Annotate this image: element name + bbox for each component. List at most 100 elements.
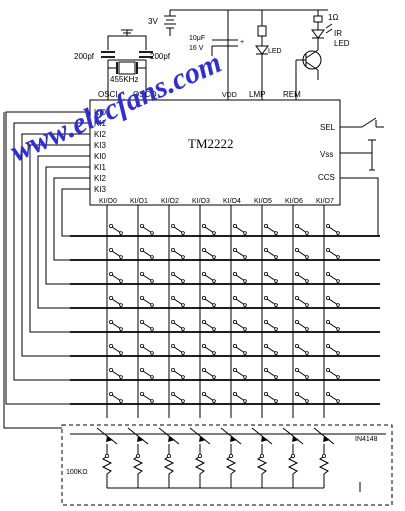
- key-lever: [297, 394, 308, 404]
- key-lever: [328, 226, 339, 236]
- key-lever: [266, 226, 277, 236]
- key-lever: [297, 322, 308, 332]
- key-switch: [201, 343, 216, 356]
- key-switch: [263, 367, 278, 380]
- key-switch: [109, 295, 123, 308]
- key-switch: [232, 223, 247, 236]
- key-contact: [201, 295, 206, 300]
- key-switch: [325, 271, 340, 284]
- key-lever: [235, 226, 246, 236]
- key-contact: [305, 279, 309, 283]
- key-switch: [170, 295, 185, 308]
- key-contact: [181, 399, 185, 403]
- key-contact: [201, 343, 206, 348]
- pull-resistor: [318, 444, 330, 488]
- key-contact: [119, 255, 123, 259]
- key-contact: [212, 399, 216, 403]
- key-lever: [111, 298, 122, 308]
- pin-ki0-a: KI0: [94, 108, 107, 117]
- key-contact: [109, 271, 114, 276]
- key-contact: [212, 351, 216, 355]
- key-contact: [139, 271, 144, 276]
- key-lever: [328, 346, 339, 356]
- key-switch: [170, 247, 185, 260]
- key-lever: [111, 394, 122, 404]
- key-contact: [170, 295, 175, 300]
- key-contact: [150, 231, 154, 235]
- battery-label: 3V: [148, 17, 158, 26]
- key-lever: [235, 346, 246, 356]
- electrolytic-plus: +: [240, 39, 244, 46]
- key-contact: [139, 391, 144, 396]
- key-lever: [297, 274, 308, 284]
- key-contact: [212, 255, 216, 259]
- key-contact: [263, 391, 268, 396]
- key-lever: [235, 298, 246, 308]
- key-contact: [181, 303, 185, 307]
- key-switch: [201, 271, 216, 284]
- junction: [135, 453, 140, 458]
- ground-rail: [107, 482, 361, 492]
- key-contact: [201, 319, 206, 324]
- ir-led-label-2: LED: [334, 39, 350, 48]
- ki-bus-line: [13, 122, 90, 381]
- key-contact: [119, 351, 123, 355]
- key-contact: [325, 343, 330, 348]
- diode-symbol: [199, 436, 206, 442]
- right-pin-labels: SEL Vss CCS: [318, 123, 336, 182]
- key-switch: [109, 247, 123, 260]
- key-switch: [139, 247, 154, 260]
- keyboard-matrix: [106, 205, 340, 418]
- key-contact: [294, 319, 299, 324]
- key-contact: [170, 367, 175, 372]
- pull-resistor-label: 100KΩ: [66, 469, 88, 476]
- key-contact: [181, 351, 185, 355]
- key-contact: [263, 223, 268, 228]
- key-contact: [201, 247, 206, 252]
- pin-ccs: CCS: [318, 173, 335, 182]
- key-contact: [232, 223, 237, 228]
- key-switch: [294, 367, 309, 380]
- key-contact: [243, 279, 247, 283]
- key-contact: [305, 327, 309, 331]
- key-lever: [328, 370, 339, 380]
- ki-bus-line: [3, 112, 62, 429]
- pin-sel: SEL: [320, 123, 336, 132]
- key-lever: [173, 394, 184, 404]
- key-switch: [294, 271, 309, 284]
- key-contact: [263, 247, 268, 252]
- key-contact: [243, 231, 247, 235]
- key-contact: [294, 271, 299, 276]
- key-contact: [243, 327, 247, 331]
- key-lever: [111, 226, 122, 236]
- key-lever: [266, 370, 277, 380]
- key-contact: [139, 319, 144, 324]
- key-switch: [201, 295, 216, 308]
- key-contact: [119, 279, 123, 283]
- diode-symbol: [168, 436, 175, 442]
- key-contact: [336, 399, 340, 403]
- key-contact: [119, 303, 123, 307]
- pin-lmp: LMP: [249, 90, 265, 99]
- key-lever: [173, 250, 184, 260]
- key-contact: [170, 391, 175, 396]
- key-switch: [232, 295, 247, 308]
- key-lever: [173, 274, 184, 284]
- key-contact: [201, 271, 206, 276]
- key-lever: [328, 250, 339, 260]
- key-lever: [142, 394, 153, 404]
- key-contact: [325, 367, 330, 372]
- pull-resistor: [256, 444, 268, 488]
- key-switch: [294, 391, 309, 404]
- key-switch: [139, 319, 154, 332]
- key-lever: [328, 394, 339, 404]
- key-contact: [336, 303, 340, 307]
- key-contact: [263, 271, 268, 276]
- key-contact: [336, 255, 340, 259]
- key-switch: [201, 247, 216, 260]
- key-lever: [173, 322, 184, 332]
- key-switch: [232, 247, 247, 260]
- diode-area-outline: [61, 424, 393, 506]
- key-contact: [150, 375, 154, 379]
- key-lever: [142, 274, 153, 284]
